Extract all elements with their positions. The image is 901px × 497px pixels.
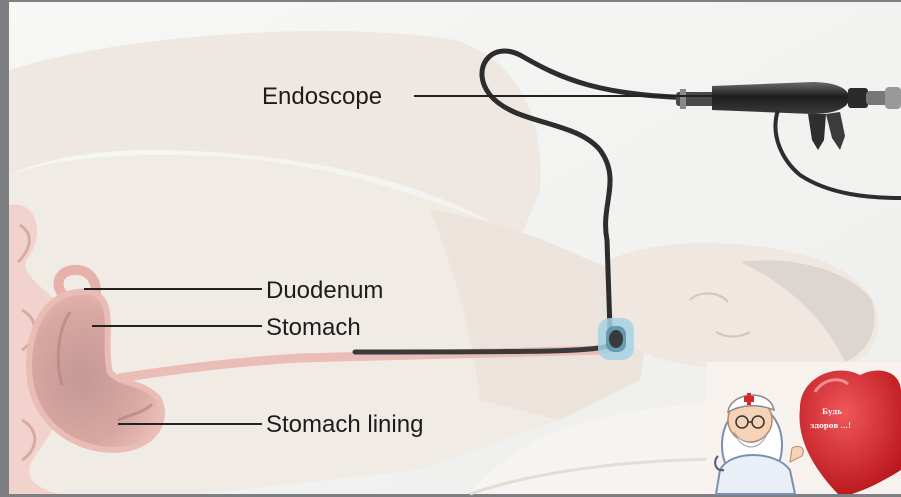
label-duodenum: Duodenum <box>266 277 383 304</box>
label-stomach: Stomach <box>266 314 361 341</box>
badge-text-line-1: Будь <box>822 407 842 416</box>
mouthpiece-illustration <box>598 318 634 360</box>
label-stomach-lining: Stomach lining <box>266 411 423 438</box>
label-endoscope: Endoscope <box>262 83 382 110</box>
doctor-heart-sticker: Будь здоров ...! <box>706 362 901 494</box>
badge-text-line-2: здоров ...! <box>810 421 851 430</box>
